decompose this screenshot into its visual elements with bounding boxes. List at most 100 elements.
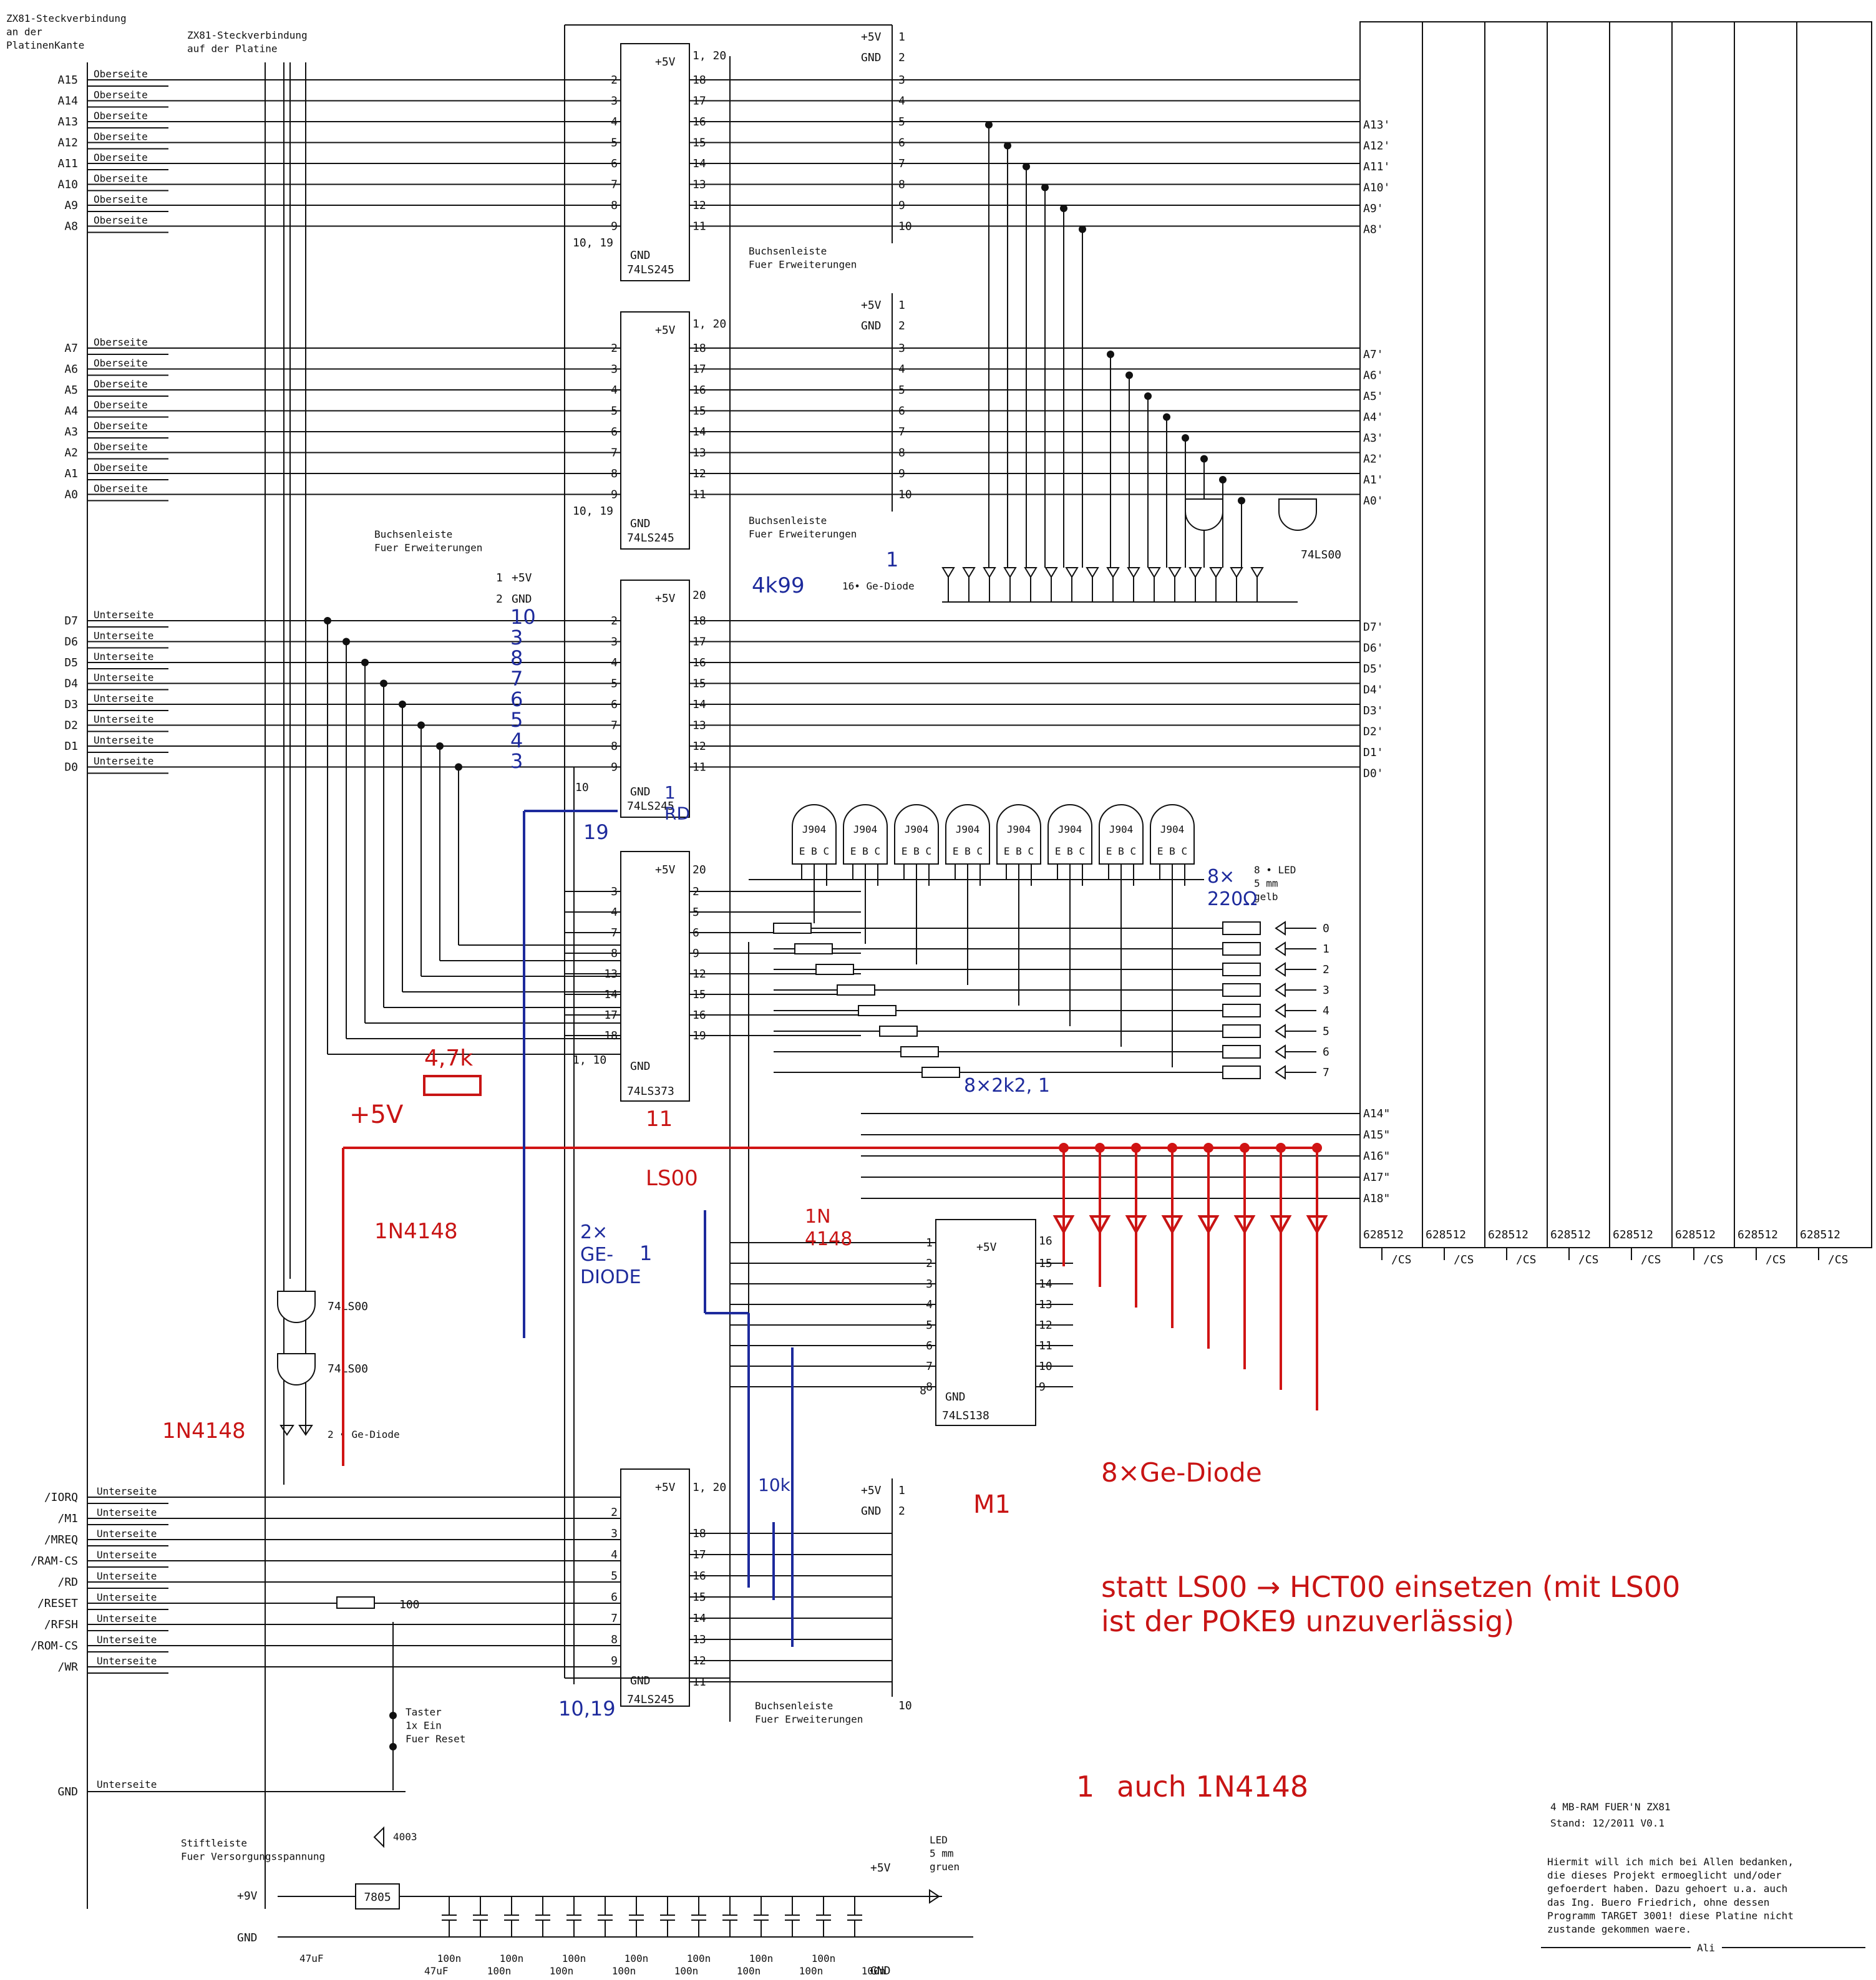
side-label: Oberseite [94,462,148,473]
side-label: Oberseite [94,483,148,495]
ram-data-label: D1' [1363,746,1384,759]
pin-number: 1, 20 [693,49,726,62]
handwritten-note: 5 [510,708,523,732]
ram-data-label: D2' [1363,726,1384,739]
pin-number: 7 [611,447,618,460]
pin-number: 10 [898,488,912,502]
led-bit-label: 5 [1323,1025,1329,1038]
cap-label: 100n [674,1965,699,1977]
address-label: A2 [64,447,78,460]
header-gnd-label: GND [861,319,882,332]
pin-number: 3 [611,363,618,376]
pin-number: 2 [898,1505,905,1518]
side-label: Unterseite [97,1570,157,1582]
transistor-pins: E B C [1106,845,1136,857]
pin-number: 2 [611,342,618,355]
diode-count-label: 16• Ge-Diode [842,580,915,592]
pin-number: 7 [611,1612,618,1625]
nand-gate [277,1353,316,1386]
chip-gnd-label: GND [630,249,651,262]
nand-gate [277,1291,316,1323]
transistor-type: J904 [1007,823,1031,835]
diode-label: 4003 [393,1831,417,1843]
data-label: D3 [64,698,78,711]
pin-number: 3 [611,1527,618,1540]
led-symbol [929,1889,940,1904]
transistor-body [996,804,1041,865]
handwritten-note: 8×Ge-Diode [1101,1457,1262,1488]
sram-cs-label: /CS [1391,1253,1412,1266]
header-vcc-label: +5V [512,571,532,585]
pin-number: 8 [611,199,618,212]
side-label: Oberseite [94,89,148,101]
pin-number: 4 [611,656,618,669]
power-gnd-label: GND [237,1931,258,1944]
power-input-label: +9V [237,1890,258,1903]
pin-number: 10, 19 [573,505,613,518]
address-label: A0 [64,488,78,502]
handwritten-note: 7 [510,667,523,691]
power-gnd-label: GND [870,1964,891,1978]
led-symbol [1275,1024,1286,1039]
address-label: A8 [64,220,78,233]
pin-number: 5 [611,405,618,418]
resistor-symbol [1222,942,1261,956]
diode-symbol [1209,567,1223,578]
transistor-pins: E B C [1055,845,1085,857]
cap-label: 100n [862,1965,886,1977]
ram-address-label: A1' [1363,473,1384,487]
sram-cs-label: /CS [1828,1253,1849,1266]
handwritten-note: 10k [758,1475,791,1495]
pin-number: 7 [898,157,905,170]
side-label: Unterseite [97,1655,157,1667]
side-label: Unterseite [97,1528,157,1540]
control-label: /RD [57,1576,78,1589]
ram-data-label: D6' [1363,642,1384,655]
ram-data-label: D7' [1363,621,1384,634]
cap-label: 47uF [424,1965,449,1977]
junction-dot [1095,1143,1105,1153]
cap-label: 47uF [299,1953,324,1964]
footer-thanks: Hiermit will ich mich bei Allen bedanken… [1547,1856,1794,1935]
pin-number: 3 [898,342,905,355]
handwritten-note: 8×2k2, 1 [964,1075,1050,1097]
pin-number: 1 [898,1484,905,1497]
chip-vcc-label: +5V [655,56,676,69]
pin-number: 6 [611,698,618,711]
resistor-symbol [1222,1004,1261,1017]
chip-gnd-label: GND [630,785,651,798]
pin-number: 8 [611,1633,618,1646]
pin-number: 9 [898,199,905,212]
side-label: Unterseite [97,1779,157,1790]
sram-cs-label: /CS [1641,1253,1661,1266]
junction-dot [1131,1143,1141,1153]
pin-number: 5 [898,115,905,129]
ram-address-label: A12' [1363,140,1390,153]
address-label: A11 [57,157,78,170]
resistor-symbol [858,1005,897,1016]
diode-count-label: 2 • Ge-Diode [328,1429,400,1440]
gate-chip-label: 74LS00 [1301,548,1341,561]
ram-data-label: D5' [1363,662,1384,676]
cap-label: 100n [487,1965,512,1977]
ram-data-label: D3' [1363,704,1384,717]
side-label: Unterseite [97,1613,157,1624]
sram-chip-label: 628512 [1675,1228,1716,1241]
ram-bank-label: A17" [1363,1171,1390,1184]
control-label: /MREQ [44,1533,78,1546]
led-symbol [1275,1065,1286,1080]
side-label: Oberseite [94,68,148,80]
ram-address-label: A13' [1363,119,1390,132]
ram-bank-label: A16" [1363,1150,1390,1163]
chip-name: 74LS245 [627,531,674,545]
handwritten-note: 1N4148 [374,1219,458,1244]
diode-symbol [1188,567,1202,578]
pin-number: 1 [496,571,503,585]
led-bit-label: 6 [1323,1046,1329,1059]
pin-number: 7 [611,178,618,192]
pin-number: 20 [693,863,706,876]
transistor-pins: E B C [953,845,983,857]
pin-number: 9 [611,1654,618,1667]
